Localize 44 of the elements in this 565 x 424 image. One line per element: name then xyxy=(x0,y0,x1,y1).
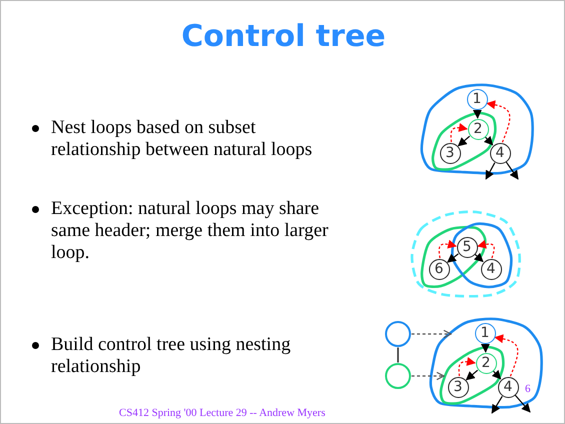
arrow xyxy=(492,370,502,380)
dashed-arrow xyxy=(494,334,518,376)
bullet-text: Exception: natural loops may share same header; merge them into larger loop. xyxy=(51,198,330,264)
loop-outline xyxy=(439,345,505,405)
arrow xyxy=(480,344,490,353)
node-circle: 1 xyxy=(474,322,496,344)
loop-outline xyxy=(431,111,497,171)
node-circle: 5 xyxy=(456,236,478,258)
dashed-arrow xyxy=(458,357,476,376)
dashed-arrow xyxy=(412,372,445,380)
arrow xyxy=(506,162,518,180)
node-circle: 2 xyxy=(468,118,488,140)
node-circle: 3 xyxy=(448,376,468,398)
bullet-text: Build control tree using nesting relationship xyxy=(51,334,292,378)
loop-outline xyxy=(429,317,543,409)
dashed-arrow xyxy=(412,330,452,338)
node-circle: 4 xyxy=(490,142,510,164)
dashed-arrow xyxy=(450,123,468,142)
node-circle: 3 xyxy=(440,142,460,164)
arrow xyxy=(491,396,503,414)
arrow xyxy=(446,253,459,263)
arrow xyxy=(484,136,494,146)
footer-text: CS412 Spring '00 Lecture 29 -- Andrew Myers xyxy=(119,407,326,419)
node-circle: 2 xyxy=(476,352,496,374)
node-circle: 6 xyxy=(428,258,450,280)
arrow xyxy=(472,110,482,119)
arrow xyxy=(514,394,531,413)
dashed-arrow xyxy=(477,240,495,258)
page-number: 6 xyxy=(524,383,532,395)
node-circle: 4 xyxy=(498,376,518,398)
arrow xyxy=(458,136,470,146)
dashed-arrow xyxy=(486,100,510,142)
loop-outline xyxy=(420,83,534,175)
slide-title: Control tree xyxy=(180,19,387,54)
tree-node-circle xyxy=(385,321,411,347)
tree-node-circle xyxy=(385,363,411,389)
node-circle: 4 xyxy=(480,258,502,280)
arrow xyxy=(466,370,478,380)
dashed-arrow xyxy=(438,240,457,258)
arrow xyxy=(485,162,496,180)
bullet-text: Nest loops based on subset relationship between natural loops xyxy=(51,117,314,161)
node-circle: 1 xyxy=(466,88,488,110)
arrow xyxy=(474,252,484,262)
connector-line xyxy=(397,348,399,362)
